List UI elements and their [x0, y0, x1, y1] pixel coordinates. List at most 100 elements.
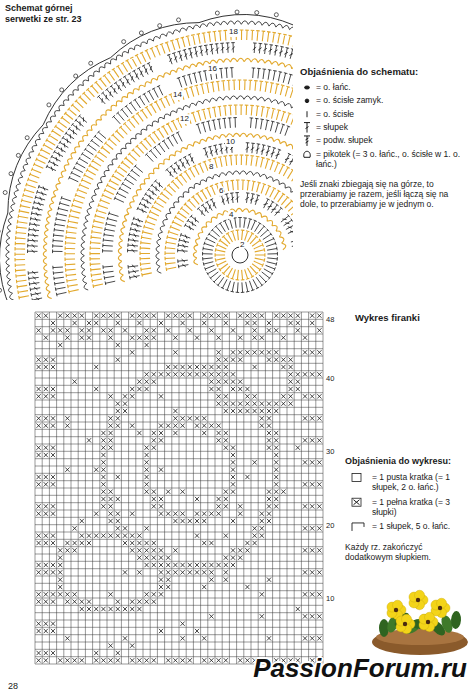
legend-row: = o. ścisłe zamyk.: [316, 95, 470, 105]
legend-row: = słupek: [316, 122, 470, 132]
stitch-row: [193, 208, 285, 264]
legend-heading: Objaśnienia do wykresu:: [345, 456, 470, 467]
round-number: 16: [207, 64, 218, 74]
stitch-row: [6, 21, 293, 300]
round-number-box: 8: [208, 155, 214, 173]
page-number: 28: [8, 681, 18, 690]
row-number-box: 48: [326, 308, 334, 326]
picot-symbol: [139, 31, 143, 35]
grid-lines: [35, 312, 323, 664]
note-text: Jeśli znaki zbiegają się na górze, to pr…: [300, 179, 460, 210]
legend-text: = podw. słupek: [316, 135, 470, 145]
picot-symbol: [47, 103, 51, 107]
chart-title-box: Wykres firanki: [355, 312, 465, 324]
picot-symbol: [122, 40, 126, 44]
legend-symbol: [304, 123, 310, 133]
round-number: 18: [228, 27, 239, 37]
picot-symbol: [235, 10, 239, 14]
stitch-row: [81, 96, 293, 290]
row-number: 30: [326, 447, 334, 456]
legend-symbol: [307, 111, 308, 117]
round-number-box: 14: [172, 83, 183, 101]
legend-row: = pikotek (= 3 o. łańc., o. ścisłe w 1. …: [316, 149, 470, 170]
legend-text: = o. łańc.: [316, 82, 470, 92]
picot-symbol: [177, 18, 181, 22]
legend-row: = podw. słupek: [316, 135, 470, 145]
filled-cells: [37, 314, 322, 663]
filet-grid: [35, 312, 323, 664]
legend-row: = 1 pełna kratka (= 3 słupki): [372, 497, 470, 518]
legend-text: = 1 pełna kratka (= 3 słupki): [372, 497, 470, 518]
picot-symbol: [274, 13, 278, 17]
watermark: PassionForum.ru: [253, 653, 467, 685]
round-number-box: 18: [228, 20, 239, 38]
picot-symbol: [9, 172, 13, 176]
legend-row: = 1 pusta kratka (= 1 słupek, 2 o. łańc.…: [372, 472, 470, 493]
picot-symbol: [3, 191, 7, 195]
legend-row: = o. łańc.: [316, 82, 470, 92]
round-number-box: 2: [239, 233, 245, 251]
row-number: 48: [326, 315, 334, 324]
round-number: 4: [228, 210, 234, 220]
picot-symbol: [25, 136, 29, 140]
page-number-box: 28: [8, 675, 18, 690]
flower-pot-photo: [372, 590, 468, 655]
legend-symbol: [304, 151, 311, 157]
row-number: 20: [326, 521, 334, 530]
stitch-row: [215, 230, 265, 280]
legend-text: = o. ścisłe zamyk.: [316, 95, 470, 105]
picot-symbol: [89, 61, 93, 65]
legend-heading-box: Objaśnienia do schematu:: [300, 66, 470, 78]
stitch-row: [43, 58, 293, 298]
picot-symbol: [158, 24, 162, 28]
row-number-box: 40: [326, 367, 334, 385]
legend-text: = pikotek (= 3 o. łańc., o. ścisłe w 1. …: [316, 149, 470, 170]
round-number: 12: [179, 114, 190, 124]
picot-symbol: [60, 88, 64, 92]
legend-text: = o. ścisłe: [316, 109, 470, 119]
round-number: 14: [172, 90, 183, 100]
round-number-box: 6: [218, 179, 224, 197]
note-text-box: Każdy rz. zakończyć dodatkowym słupkiem.: [345, 542, 470, 563]
legend-symbol: [352, 498, 361, 506]
legend-symbol: [352, 474, 361, 482]
legend-row: = o. ścisłe: [316, 109, 470, 119]
row-number-box: 30: [326, 440, 334, 458]
stitch-row: [65, 80, 293, 294]
note-text-box: Jeśli znaki zbiegają się na górze, to pr…: [300, 179, 460, 210]
row-number-box: 10: [326, 587, 334, 605]
chart-title: Schemat górnej serwetki ze str. 23: [5, 3, 105, 25]
scallop-edge: [0, 14, 293, 300]
picot-symbol: [0, 288, 2, 292]
stitch-row: [15, 30, 293, 300]
legend-text: = 1 pusta kratka (= 1 słupek, 2 o. łańc.…: [372, 472, 470, 493]
legend-symbol: [304, 136, 310, 146]
picot-symbol: [74, 74, 78, 78]
doily-chart: [0, 10, 293, 300]
legend-symbol: [352, 523, 364, 531]
picot-symbol: [215, 11, 219, 15]
legend-symbol: [305, 86, 310, 89]
round-number-box: 12: [179, 107, 190, 125]
row-number-box: 20: [326, 514, 334, 532]
stitch-row: [28, 43, 294, 300]
round-number: 2: [239, 240, 245, 250]
picot-symbol: [16, 153, 20, 157]
legend-text: = słupek: [316, 122, 470, 132]
stitch-row: [178, 193, 293, 269]
chart-title: Wykres firanki: [355, 312, 465, 324]
round-number-box: 4: [228, 203, 234, 221]
legend-heading: Objaśnienia do schematu:: [300, 66, 470, 78]
round-number: 10: [225, 137, 236, 147]
picot-symbol: [255, 11, 259, 15]
stitch-row: [128, 143, 294, 280]
round-number: 8: [208, 162, 214, 172]
stitch-row: [118, 133, 293, 281]
round-number-box: 16: [207, 57, 218, 75]
picot-symbol: [0, 229, 1, 233]
stitch-row: [203, 218, 278, 293]
watermark-box: PassionForum.ru: [253, 653, 467, 685]
legend-row: = 1 słupek, 5 o. łańc.: [372, 521, 470, 531]
stitch-row: [90, 105, 293, 288]
